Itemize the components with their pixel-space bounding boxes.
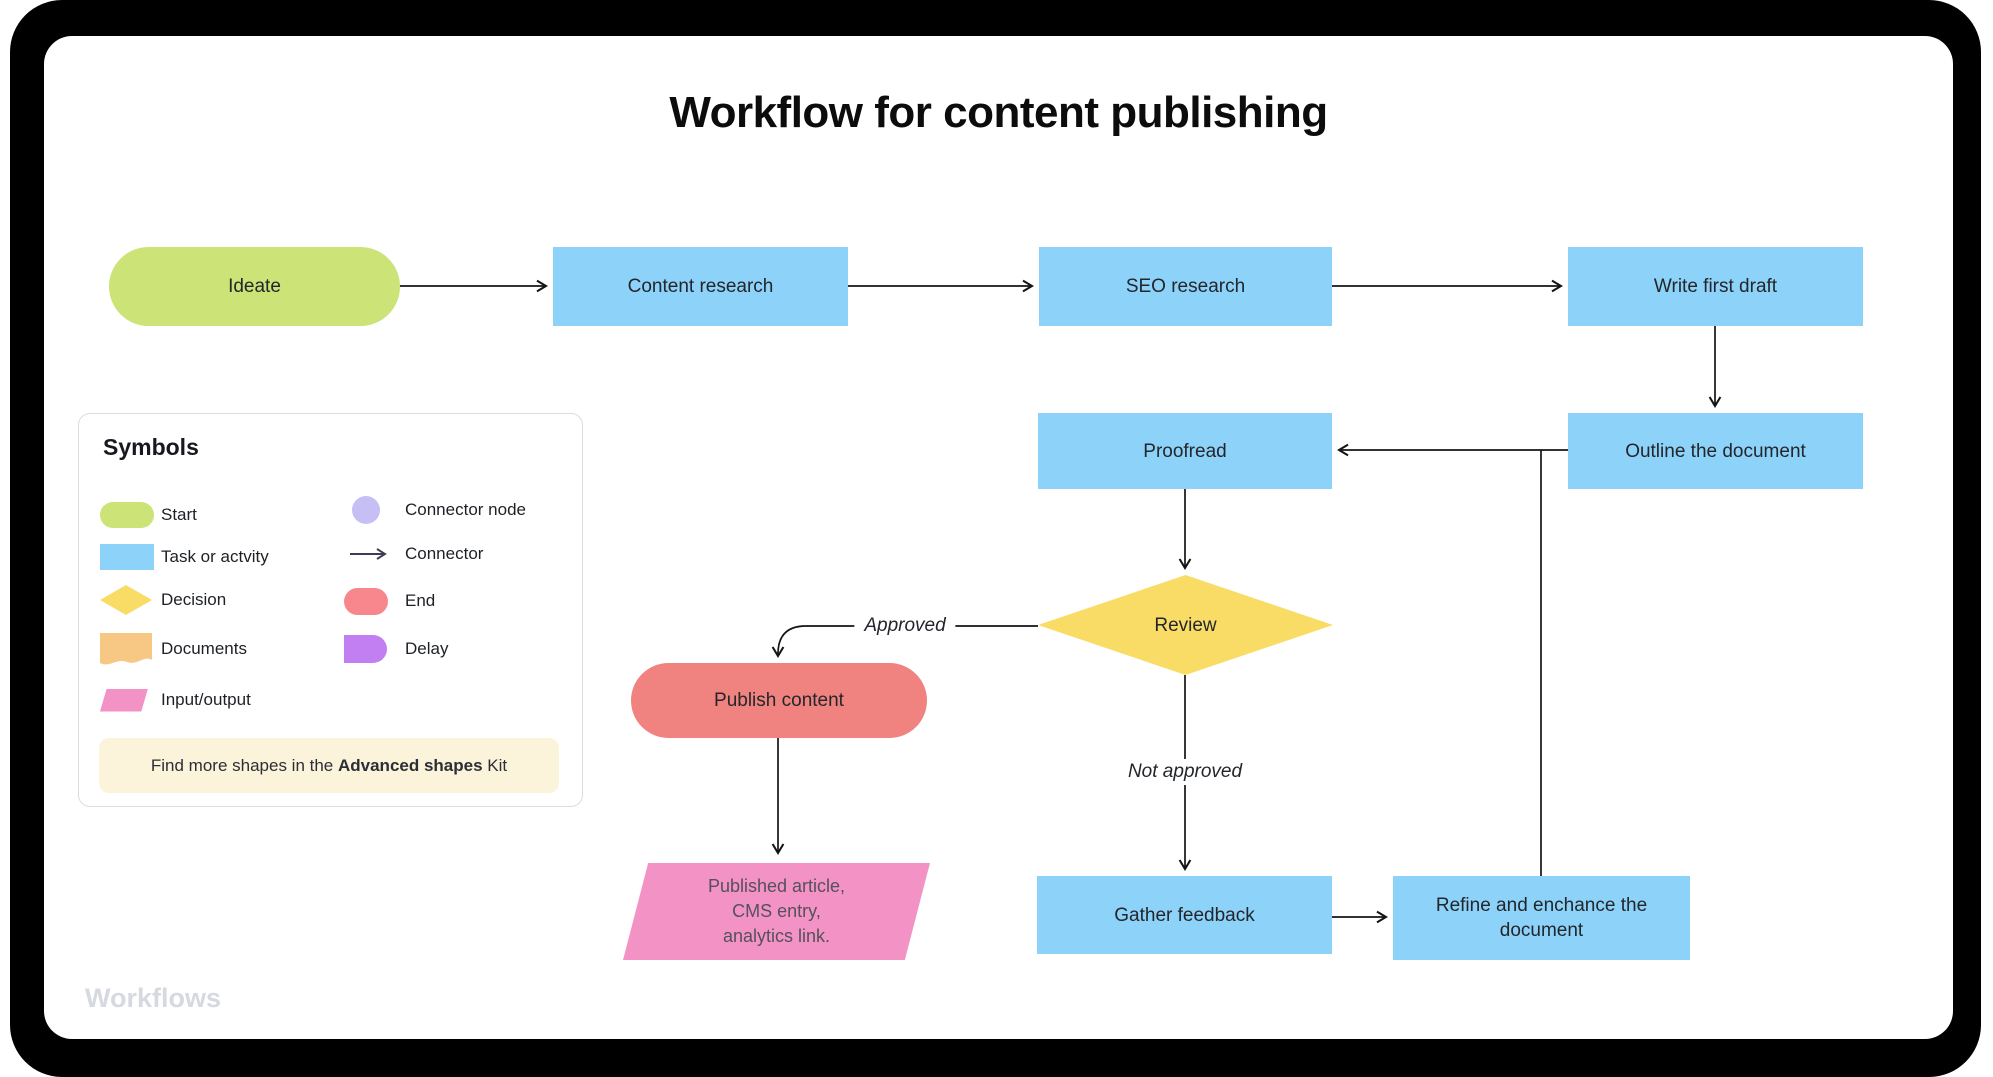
input-output-parallelogram-icon: [100, 688, 148, 712]
legend-item-documents: Documents: [100, 629, 247, 669]
legend-item-connector-node: Connector node: [344, 490, 526, 530]
legend-item-connector: Connector: [344, 534, 483, 574]
published-output-line: Published article,: [707, 876, 846, 896]
connector-arrow-icon: [350, 548, 387, 560]
symbols-legend: Symbols Start Task or actvity Decision D…: [78, 413, 583, 807]
connector-node-circle-icon: [352, 496, 380, 524]
published-output-line: analytics link.: [722, 926, 831, 946]
decision-diamond-icon: [100, 585, 152, 615]
start-pill-icon: [100, 502, 154, 528]
task-rect-icon: [100, 544, 154, 570]
legend-footer: Find more shapes in the Advanced shapes …: [99, 738, 559, 793]
workflows-watermark: Workflows: [85, 983, 222, 1013]
legend-footer-text: Find more shapes in the: [150, 755, 338, 775]
node-refine-document: Refine and enchance the document: [1393, 876, 1690, 960]
node-write-first-draft: Write first draft: [1568, 247, 1863, 326]
node-content-research: Content research: [553, 247, 848, 326]
legend-item-delay: Delay: [344, 629, 448, 669]
end-pill-icon: [344, 587, 388, 615]
node-seo-research: SEO research: [1039, 247, 1332, 326]
legend-item-input-output: Input/output: [100, 680, 251, 720]
legend-footer-bold: Advanced shapes: [337, 755, 483, 775]
published-output-line: CMS entry,: [732, 901, 821, 921]
legend-item-end: End: [344, 581, 435, 621]
edge-label-approved: Approved: [854, 613, 956, 639]
edge-label-not-approved: Not approved: [1117, 759, 1253, 785]
legend-footer-text: Kit: [482, 755, 508, 775]
delay-shape-icon: [344, 635, 387, 663]
node-published-output: Published article, CMS entry, analytics …: [623, 863, 930, 960]
diagram-title: Workflow for content publishing: [669, 88, 1328, 137]
node-ideate: Ideate: [109, 247, 400, 326]
node-publish-content: Publish content: [631, 663, 927, 738]
legend-item-start: Start: [100, 495, 197, 535]
legend-item-task: Task or actvity: [100, 537, 269, 577]
node-gather-feedback: Gather feedback: [1037, 876, 1332, 954]
legend-title: Symbols: [103, 434, 199, 460]
node-outline-document: Outline the document: [1568, 413, 1863, 489]
legend-item-decision: Decision: [100, 580, 226, 620]
documents-shape-icon: [100, 633, 152, 665]
node-proofread: Proofread: [1038, 413, 1332, 489]
